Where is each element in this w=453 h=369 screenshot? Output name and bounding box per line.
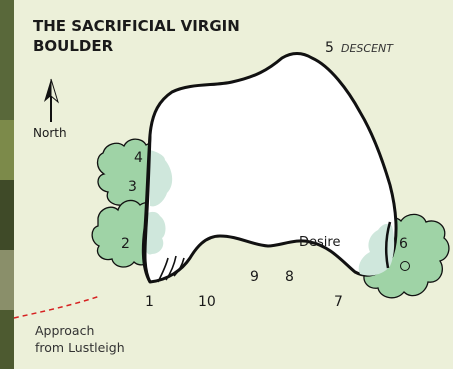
route-number-4: 4 [134, 150, 143, 166]
route-number-3: 3 [128, 179, 137, 195]
route-number-7: 7 [334, 294, 343, 310]
approach-label-line2: from Lustleigh [35, 340, 125, 355]
descent-label: DESCENT [341, 42, 394, 55]
diagram-title-line2: BOULDER [33, 37, 114, 55]
route-label-desire: Desire [299, 235, 340, 250]
diagram-title-line1: THE SACRIFICIAL VIRGIN [33, 17, 240, 35]
north-arrow-icon [44, 79, 58, 122]
approach-path [14, 296, 100, 318]
descent-number: 5 [325, 40, 334, 56]
approach-label-line1: Approach [35, 323, 94, 338]
boulder-outline [143, 54, 396, 283]
route-number-9: 9 [250, 269, 259, 285]
route-number-6: 6 [399, 236, 408, 252]
route-number-2: 2 [121, 236, 130, 252]
route-number-10: 10 [198, 294, 216, 310]
north-label: North [33, 126, 67, 140]
route-number-1: 1 [145, 294, 154, 310]
route-number-8: 8 [285, 269, 294, 285]
